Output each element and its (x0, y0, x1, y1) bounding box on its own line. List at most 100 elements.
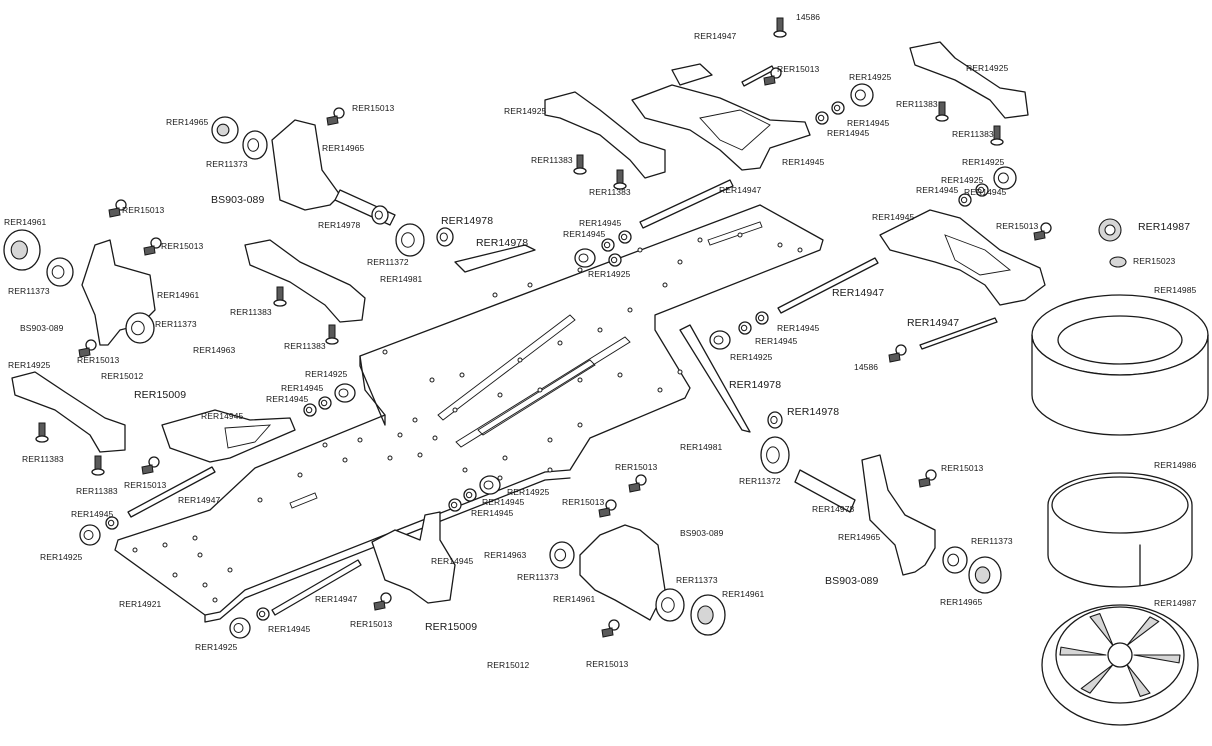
mounting-hole (417, 452, 423, 458)
part-number-label: RER14945 (266, 394, 309, 404)
ball-stud (78, 339, 97, 358)
ball-stud (628, 474, 647, 493)
washer (448, 498, 462, 512)
part-number-label: RER14947 (907, 317, 960, 329)
mounting-hole (497, 392, 503, 398)
part-number-label: RER14925 (966, 63, 1009, 73)
washer (601, 238, 615, 252)
part-number-label: RER14947 (178, 495, 221, 505)
mounting-hole (547, 437, 553, 443)
part-number-label: RER14925 (730, 352, 773, 362)
screw (773, 17, 787, 38)
mounting-hole (797, 247, 803, 253)
part-number-label: RER15013 (77, 355, 120, 365)
part-number-label: 14586 (796, 12, 821, 22)
part-number-label: RER15013 (586, 659, 629, 669)
bearing (993, 166, 1017, 190)
bearing (334, 383, 356, 403)
part-number-label: RER11373 (155, 319, 197, 329)
part-number-label: RER14963 (484, 550, 527, 560)
ball-stud (141, 456, 160, 475)
chassis-plate (114, 204, 824, 623)
bearing (79, 524, 101, 546)
screw (613, 169, 627, 190)
mounting-hole (429, 377, 435, 383)
ball-stud (143, 237, 162, 256)
drive-shafts (334, 189, 856, 513)
washer (958, 193, 972, 207)
bearing (549, 541, 575, 569)
mounting-hole (227, 567, 233, 573)
mounting-hole (517, 357, 523, 363)
part-number-label: RER14965 (322, 143, 365, 153)
part-number-label: BS903-089 (20, 323, 64, 333)
mounting-hole (657, 387, 663, 393)
mounting-hole (342, 457, 348, 463)
mounting-hole (202, 582, 208, 588)
part-number-label: RER11373 (8, 286, 50, 296)
mounting-hole (577, 267, 583, 273)
mounting-hole (497, 475, 503, 481)
part-number-label: RER11383 (22, 454, 64, 464)
wheel-assembly (1031, 218, 1209, 726)
part-number-label: RER15013 (352, 103, 395, 113)
hex-nut (211, 116, 239, 144)
washer (738, 321, 752, 335)
mounting-hole (197, 552, 203, 558)
part-number-label: RER14945 (579, 218, 622, 228)
screw (273, 286, 287, 307)
wheel-spoke (1126, 616, 1160, 647)
bearing (395, 223, 425, 257)
part-number-label: RER15009 (425, 621, 478, 633)
part-number-label: RER14925 (305, 369, 348, 379)
part-number-label: RER15013 (350, 619, 393, 629)
part-number-label: RER14945 (782, 157, 825, 167)
part-number-label: RER14925 (962, 157, 1005, 167)
part-number-label: RER14978 (318, 220, 361, 230)
part-number-label: RER14925 (849, 72, 892, 82)
part-number-label: RER15013 (124, 480, 167, 490)
bearing (242, 130, 268, 160)
washer (256, 607, 270, 621)
mounting-hole (537, 387, 543, 393)
ball-stud (108, 199, 127, 218)
part-number-label: RER14925 (507, 487, 550, 497)
part-number-label: RER14945 (471, 508, 514, 518)
mounting-hole (192, 535, 198, 541)
mounting-hole (597, 327, 603, 333)
part-number-label: 14586 (854, 362, 879, 372)
mounting-hole (677, 259, 683, 265)
part-number-label: RER14945 (482, 497, 525, 507)
mounting-hole (432, 435, 438, 441)
part-number-label: RER14945 (964, 187, 1007, 197)
bearing (125, 312, 155, 344)
bearing (436, 227, 454, 247)
part-number-label: RER14965 (166, 117, 209, 127)
bearing (767, 411, 783, 429)
part-number-label: RER15023 (1133, 256, 1176, 266)
mounting-hole (162, 542, 168, 548)
bearing (46, 257, 74, 287)
part-number-label: RER14925 (504, 106, 547, 116)
hex-nut (690, 594, 726, 636)
mounting-hole (777, 242, 783, 248)
washer (608, 253, 622, 267)
bearing (229, 617, 251, 639)
mounting-hole (577, 422, 583, 428)
suspension-arms (161, 63, 1046, 604)
part-number-label: RER14945 (847, 118, 890, 128)
ball-stud (373, 592, 392, 611)
part-number-label: RER14978 (476, 237, 529, 249)
part-number-label: RER14945 (872, 212, 915, 222)
part-number-label: BS903-089 (211, 194, 265, 206)
part-number-label: RER14945 (827, 128, 870, 138)
part-number-label: RER14945 (281, 383, 324, 393)
part-number-label: RER14987 (1138, 221, 1191, 233)
mounting-hole (662, 282, 668, 288)
part-number-label: RER15013 (777, 64, 820, 74)
washer (463, 488, 477, 502)
part-number-label: RER14965 (838, 532, 881, 542)
part-number-label: RER14945 (563, 229, 606, 239)
